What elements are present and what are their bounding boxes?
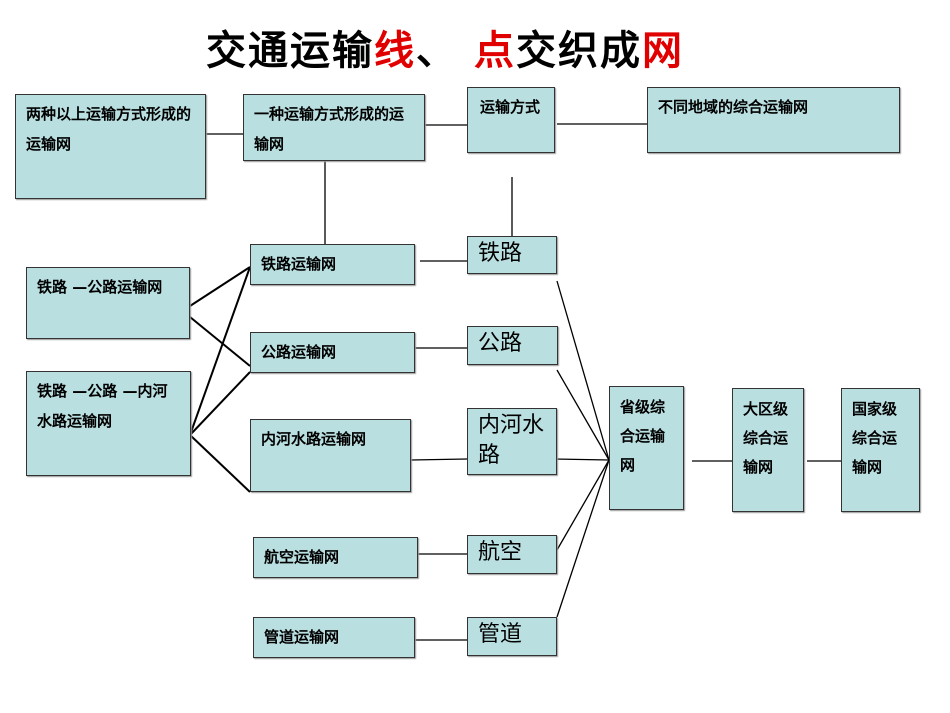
box-transport-mode: 运输方式 (467, 87, 555, 153)
title-text-highlight: 线 (374, 28, 417, 74)
box-regional-network: 不同地域的综合运输网 (647, 87, 900, 153)
box-river: 内河水路 (467, 408, 557, 475)
box-rail-road-network: 铁路 —公路运输网 (26, 267, 190, 339)
connector (410, 458, 468, 461)
connector (556, 459, 610, 551)
connector (189, 371, 251, 436)
connector (556, 280, 610, 461)
box-air: 航空 (467, 535, 557, 574)
connector (553, 458, 610, 461)
box-provincial-network: 省级综合运输网 (609, 386, 684, 510)
box-air-network: 航空运输网 (253, 537, 418, 578)
connector (189, 266, 251, 436)
box-river-network: 内河水路运输网 (250, 419, 411, 492)
title-text: 交织成 (515, 28, 642, 74)
connector (189, 316, 251, 367)
connector (189, 266, 251, 307)
box-rail-network: 铁路运输网 (250, 244, 415, 285)
box-road-network: 公路运输网 (250, 332, 415, 373)
page-title: 交通运输线、 点交织成网 (0, 18, 890, 76)
box-national-network: 国家级综合运输网 (841, 388, 920, 512)
box-road: 公路 (467, 326, 558, 365)
connector (556, 459, 610, 618)
box-pipe-network: 管道运输网 (253, 617, 415, 658)
connector (556, 369, 610, 461)
title-text-highlight: 点 (473, 28, 516, 74)
title-text: 交通运输 (206, 28, 375, 74)
box-rail: 铁路 (467, 236, 557, 274)
title-text-highlight: 网 (641, 28, 684, 74)
box-rail-road-river-network: 铁路 —公路 —内河水路运输网 (26, 371, 191, 476)
box-single-mode-network: 一种运输方式形成的运输网 (243, 94, 425, 161)
connector (189, 434, 251, 493)
box-regional-level-network: 大区级综合运输网 (732, 388, 804, 512)
box-multi-mode-network: 两种以上运输方式形成的运输网 (15, 94, 206, 199)
title-text: 、 (416, 28, 459, 74)
box-pipe: 管道 (467, 617, 557, 656)
